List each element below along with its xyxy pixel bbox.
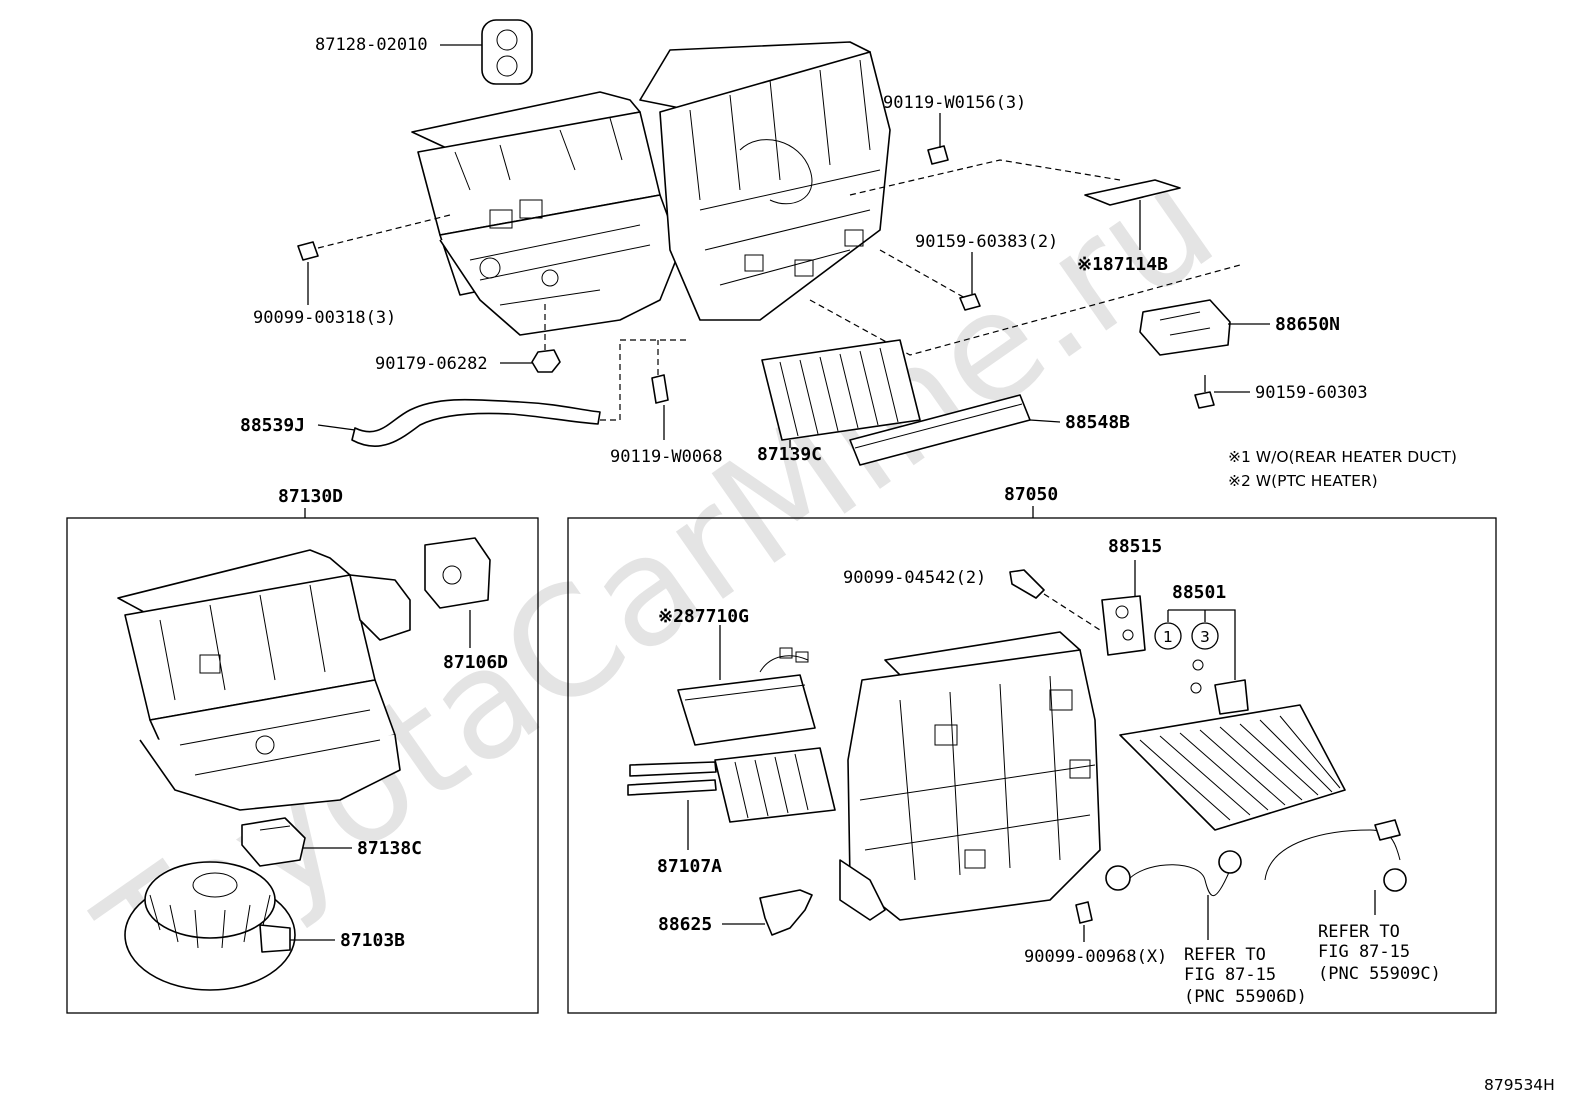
heater-core-part [627,747,836,823]
label-88515: 88515 [1108,536,1162,557]
screw-icon [297,241,319,261]
ref-text-a3: (PNC 55906D) [1184,987,1307,1007]
label-88501: 88501 [1172,582,1226,603]
label-90159-60383: 90159-60383(2) [915,232,1058,252]
expansion-valve-part [1101,595,1146,656]
screw-icon [1194,391,1215,409]
label-87103B: 87103B [340,930,405,951]
label-87138C: 87138C [357,838,422,859]
marker-circle-3 [1191,622,1219,650]
marker-3: 3 [1200,628,1210,646]
label-87128-02010: 87128-02010 [315,35,428,55]
bolt-icon [651,374,669,404]
nut-icon [531,349,561,373]
label-90159-60303: 90159-60303 [1255,383,1368,403]
unit-assembly-box [567,517,1497,1014]
label-87050: 87050 [1004,484,1058,505]
filter-part [761,339,921,441]
ptc-heater-part [677,647,816,746]
note-2: ※2 W(PTC HEATER) [1228,472,1378,490]
evaporator-core-part [1119,679,1346,831]
bolt-icon [927,145,949,165]
label-87114B: ※187114B [1077,254,1168,275]
ref-text-b1: REFER TO [1318,922,1400,942]
drain-hose-part [351,398,601,448]
label-87710G: ※287710G [658,606,749,627]
label-87106D: 87106D [443,652,508,673]
label-87107A: 87107A [657,856,722,877]
note-1: ※1 W/O(REAR HEATER DUCT) [1228,448,1457,466]
blower-motor-part [124,861,296,991]
damper-servo-part [424,537,491,609]
ref-text-b3: (PNC 55909C) [1318,964,1441,984]
o-ring-icon [1192,659,1204,671]
ref-text-b2: FIG 87-15 [1318,942,1410,962]
bolt-icon [1009,569,1045,599]
label-90179-06282: 90179-06282 [375,354,488,374]
label-90119-W0068: 90119-W0068 [610,447,723,467]
label-90119-W0156: 90119-W0156(3) [883,93,1026,113]
thermistor-part [759,889,813,936]
grommet-part [481,19,533,85]
marker-circle-1 [1154,622,1182,650]
duct-seal-part [1084,179,1181,206]
label-90099-00968: 90099-00968(X) [1024,947,1167,967]
label-90099-00318: 90099-00318(3) [253,308,396,328]
evaporator-case-part [839,631,1101,921]
blower-unit-part [117,549,411,811]
o-ring-icon [1190,682,1202,694]
label-88548B: 88548B [1065,412,1130,433]
marker-1: 1 [1163,628,1173,646]
ref-text-a1: REFER TO [1184,945,1266,965]
hvac-unit-assembly [411,41,891,336]
screw-icon [959,293,981,311]
screw-icon [1075,901,1093,924]
ref-text-a2: FIG 87-15 [1184,965,1276,985]
label-90099-04542: 90099-04542(2) [843,568,986,588]
sensor-harness-part [1105,819,1407,897]
label-87130D: 87130D [278,486,343,507]
blower-assembly-box [66,517,539,1014]
figure-code: 879534H [1484,1076,1555,1094]
label-87139C: 87139C [757,444,822,465]
label-88650N: 88650N [1275,314,1340,335]
blower-resistor-part [241,817,306,867]
label-88625: 88625 [658,914,712,935]
servo-part [1139,299,1231,356]
label-88539J: 88539J [240,415,305,436]
